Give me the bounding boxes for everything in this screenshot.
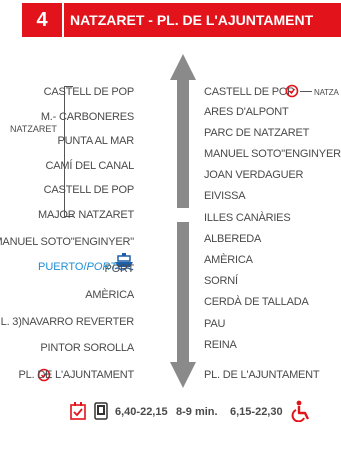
left-stop: AMÈRICA bbox=[85, 289, 134, 301]
connector-line bbox=[300, 91, 312, 92]
right-stop: PAU bbox=[204, 318, 226, 330]
arrow-shaft-top bbox=[177, 80, 189, 208]
natzaret-group-label: NATZARET bbox=[10, 124, 57, 134]
right-stop: ALBEREDA bbox=[204, 233, 262, 245]
right-stop: JOAN VERDAGUER bbox=[204, 169, 304, 181]
left-stop: M.- CARBONERES bbox=[40, 111, 134, 123]
schedule-footer: 6,40-22,15 8-9 min. 6,15-22,30 bbox=[0, 398, 341, 428]
clock-icon bbox=[285, 84, 299, 98]
left-stop: PINTOR SOROLLA bbox=[40, 342, 134, 354]
left-stop: MAJOR NATZARET bbox=[38, 209, 134, 221]
line-number: 4 bbox=[36, 9, 48, 31]
left-stop: CAMÍ DEL CANAL bbox=[45, 160, 135, 172]
weekend-schedule: 6,15-22,30 bbox=[230, 406, 283, 418]
calendar-check-icon bbox=[70, 402, 86, 420]
mobile-phone-icon bbox=[94, 402, 108, 420]
header-divider bbox=[62, 3, 64, 37]
ship-icon bbox=[114, 253, 134, 271]
left-stop: CASTELL DE POP bbox=[43, 86, 135, 98]
port-italic-text: PORT bbox=[86, 261, 117, 273]
natzaret-bracket bbox=[64, 86, 73, 217]
right-stop: REINA bbox=[204, 339, 237, 351]
wheelchair-icon bbox=[291, 400, 310, 422]
right-stop: SORNÍ bbox=[204, 275, 238, 287]
right-stop: AMÈRICA bbox=[204, 254, 253, 266]
puerto-text: PUERTO/ bbox=[38, 261, 87, 273]
right-stop: CERDÀ DE TALLADA bbox=[204, 296, 309, 308]
arrow-shaft-bottom bbox=[177, 222, 189, 362]
arrow-up-head bbox=[170, 54, 196, 80]
right-stop: ILLES CANÀRIES bbox=[204, 212, 291, 224]
clock-icon bbox=[37, 368, 51, 382]
arrow-down-head bbox=[170, 362, 196, 388]
left-stop: CASTELL DE POP bbox=[43, 184, 135, 196]
right-stop: EIVISSA bbox=[204, 190, 246, 202]
right-stop: PARC DE NATZARET bbox=[204, 127, 310, 139]
left-stop: MANUEL SOTO"ENGINYER" bbox=[0, 236, 134, 248]
right-stop-suffix: NATZA bbox=[314, 88, 339, 97]
weekday-schedule: 6,40-22,15 bbox=[115, 406, 168, 418]
arrow-white-gap bbox=[175, 208, 191, 222]
right-stop: CASTELL DE POP bbox=[204, 86, 295, 98]
puerto-label: PUERTO/PORT bbox=[38, 261, 117, 273]
right-stop-terminal: PL. DE L'AJUNTAMENT bbox=[204, 369, 320, 381]
left-stop: PUNTA AL MAR bbox=[57, 135, 135, 147]
left-stop-terminal: PL. DE L'AJUNTAMENT bbox=[18, 369, 135, 381]
frequency: 8-9 min. bbox=[176, 406, 218, 418]
left-stop-port: PORT bbox=[104, 263, 134, 275]
left-stop: (M.L. 3)NAVARRO REVERTER bbox=[0, 316, 134, 328]
right-stop: ARES D'ALPONT bbox=[204, 106, 289, 118]
line-header: 4 NATZARET - PL. DE L'AJUNTAMENT bbox=[22, 3, 341, 37]
right-stop: MANUEL SOTO"ENGINYER" bbox=[204, 148, 341, 160]
line-title: NATZARET - PL. DE L'AJUNTAMENT bbox=[70, 12, 314, 28]
